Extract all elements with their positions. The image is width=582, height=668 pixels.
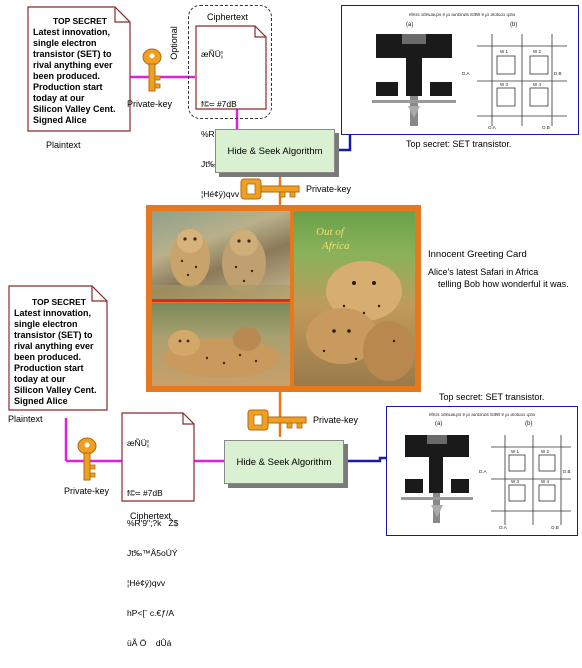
greeting-card-photo: Out of Africa <box>146 205 421 392</box>
hide-seek-algorithm-box-top: Hide & Seek Algorithm <box>215 129 335 173</box>
cipher-line: ¦Hé¢ÿ)qvv <box>127 578 166 588</box>
card-description-line2: telling Bob how wonderful it was. <box>438 279 569 289</box>
private-key-label-mid: Private-key <box>306 184 352 194</box>
doc-line: today at our <box>33 93 85 103</box>
optional-boundary <box>188 5 272 119</box>
gate-label: W 1 <box>500 49 508 54</box>
card-description-line1: Alice's latest Safari in Africa <box>428 267 539 277</box>
private-key-label-bottom-left: Private-key <box>64 486 110 496</box>
doc-line: Production start <box>33 82 103 92</box>
key-icon <box>240 178 300 200</box>
plaintext-label-top: Plaintext <box>46 140 81 150</box>
node-label: D.A <box>479 469 487 474</box>
ciphertext-label-bottom: Ciphertext <box>130 511 172 521</box>
gate-label: W 1 <box>511 449 519 454</box>
doc-line: Silicon Valley Cent. <box>33 104 116 114</box>
doc-heading: TOP SECRET <box>52 16 107 26</box>
gate-label: W 2 <box>541 449 549 454</box>
ciphertext-document-top: æÑÜ¦ f©= #7dB %R'9";?k Ž$ Jt‰™Å5oÚÝ ¦Hé¢… <box>195 25 267 259</box>
set-transistor-figure-bottom: ɐlɐɔs ɔıʇɐɯǝɥɔs ɐ ɟo ǝɹnʇɔnɹʇs SƎW ɐ ɟo … <box>386 406 578 536</box>
cipher-line: f©= #7dB <box>127 488 163 498</box>
figure-note: ɐlɐɔs ɔıʇɐɯǝɥɔs ɐ ɟo ǝɹnʇɔnɹʇs SƎW ɐ ɟo … <box>429 412 536 417</box>
wire-algo-to-set-bottom <box>346 456 386 463</box>
hide-seek-algorithm-box-bottom: Hide & Seek Algorithm <box>224 440 344 484</box>
cipher-line: f©= #7dB <box>201 99 237 109</box>
photo-overlay-text: Africa <box>321 240 350 252</box>
doc-line: been produced. <box>14 352 82 362</box>
gate-label: W 3 <box>511 479 519 484</box>
plaintext-label-bottom: Plaintext <box>8 414 43 424</box>
doc-line: Latest innovation, <box>14 308 92 318</box>
panel-label: (a) <box>435 421 442 427</box>
doc-line: Latest innovation, <box>33 27 111 37</box>
doc-line: single electron <box>14 319 78 329</box>
cipher-line: üÃ Ö dÛá <box>127 638 172 648</box>
node-label: D.B <box>563 469 571 474</box>
panel-label: (b) <box>510 22 517 28</box>
ciphertext-document-bottom: æÑÜ¦ f©= #7dB %R'9";?k Ž$ Jt‰™Å5oÚÝ ¦Hé¢… <box>121 412 195 648</box>
node-label: D.A <box>462 71 470 76</box>
gate-label: W 4 <box>533 82 541 87</box>
key-icon <box>142 48 162 92</box>
gate-label: W 2 <box>533 49 541 54</box>
set-caption-bottom: Top secret: SET transistor. <box>439 392 545 402</box>
node-label: O.B <box>551 525 559 530</box>
cheetah-cubs-photo <box>152 211 290 299</box>
doc-line: rival anything ever <box>14 341 94 351</box>
node-label: O.A <box>499 525 507 530</box>
cipher-line: ¦Hé¢ÿ)qvv <box>201 189 240 199</box>
cipher-line: æÑÜ¦ <box>201 49 224 59</box>
node-label: D.B <box>554 71 562 76</box>
doc-heading: TOP SECRET <box>31 297 86 307</box>
card-title: Innocent Greeting Card <box>428 249 527 260</box>
panel-label: (b) <box>525 421 532 427</box>
cipher-line: Jt‰™Å5oÚÝ <box>127 548 178 558</box>
doc-line: transistor (SET) to <box>33 49 112 59</box>
algo-label: Hide & Seek Algorithm <box>236 456 332 468</box>
doc-line: rival anything ever <box>33 60 113 70</box>
key-icon <box>77 437 97 481</box>
private-key-label-low: Private-key <box>313 415 359 425</box>
gate-label: W 3 <box>500 82 508 87</box>
private-key-label-top-left: Private-key <box>127 99 173 109</box>
figure-note: ɐlɐɔs ɔıʇɐɯǝɥɔs ɐ ɟo ǝɹnʇɔnɹʇs SƎW ɐ ɟo … <box>409 12 516 17</box>
photo-divider <box>152 299 290 302</box>
plaintext-document-bottom: TOP SECRET Latest innovation, single ele… <box>8 285 108 411</box>
plaintext-document-top: TOP SECRET Latest innovation, single ele… <box>27 6 131 132</box>
set-caption-top: Top secret: SET transistor. <box>406 139 512 149</box>
cipher-line: %R'9";?k Ž$ <box>127 518 179 528</box>
set-transistor-figure-top: ɐlɐɔs ɔıʇɐɯǝɥɔs ɐ ɟo ǝɹnʇɔnɹʇs SƎW ɐ ɟo … <box>341 5 579 135</box>
doc-line: Production start <box>14 363 84 373</box>
ciphertext-label-top: Ciphertext <box>207 12 249 22</box>
algo-label: Hide & Seek Algorithm <box>227 145 323 157</box>
doc-line: single electron <box>33 38 97 48</box>
panel-label: (a) <box>406 22 413 28</box>
key-icon <box>247 409 307 431</box>
doc-line: transistor (SET) to <box>14 330 93 340</box>
optional-label: Optional <box>168 26 179 60</box>
cheetah-lying-photo <box>152 303 290 386</box>
doc-line: Signed Alice <box>33 115 87 125</box>
gate-label: W 4 <box>541 479 549 484</box>
node-label: O.A <box>488 125 496 130</box>
doc-line: been produced. <box>33 71 101 81</box>
cheetah-mother-photo: Out of Africa <box>294 211 415 386</box>
node-label: O.B <box>542 125 550 130</box>
photo-overlay-text: Out of <box>316 226 346 238</box>
cipher-line: æÑÜ¦ <box>127 438 150 448</box>
doc-line: Silicon Valley Cent. <box>14 385 97 395</box>
doc-line: today at our <box>14 374 66 384</box>
doc-line: Signed Alice <box>14 396 68 406</box>
cipher-line: hP<[ˉ c.€ƒ/A <box>127 608 175 618</box>
